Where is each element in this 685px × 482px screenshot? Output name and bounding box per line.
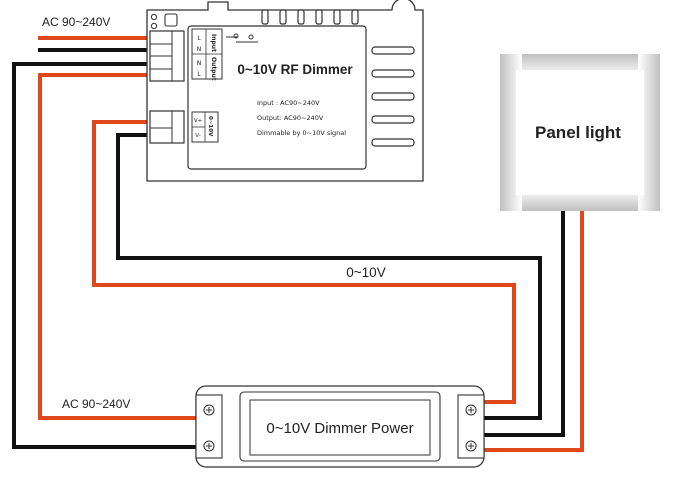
dimmer-power-label-plate <box>249 399 431 456</box>
ac-side-output-label: Output <box>210 57 217 81</box>
wires <box>12 36 584 452</box>
ac-terminal-n1: N <box>197 46 202 53</box>
ac-terminal-l1: L <box>197 35 201 42</box>
rf-dimmer-inner-plate <box>187 25 367 170</box>
screw-icon <box>203 440 215 452</box>
panel-light-label: Panel light <box>535 123 621 142</box>
rf-dimmer-vents-top <box>261 9 359 25</box>
rf-dimmer-vents-right <box>371 46 415 147</box>
dimmer-power-label: 0~10V Dimmer Power <box>266 420 413 437</box>
rf-dimmer-switch <box>226 33 258 43</box>
ac-terminal-letters: L N N L <box>197 35 202 78</box>
wire-panel-red <box>482 211 584 452</box>
rf-dimmer-title: 0~10V RF Dimmer <box>237 62 353 77</box>
signal-side-label: 0~10V <box>207 116 213 137</box>
signal-terminal-block <box>149 110 185 144</box>
rf-dimmer-spec-output: Output: AC90~240V <box>257 114 324 122</box>
label-ac-input-top: AC 90~240V <box>42 15 110 29</box>
wire-signal-red <box>92 120 516 404</box>
dimmer-power-screws <box>203 404 477 452</box>
rf-led-1 <box>150 13 158 21</box>
rf-led-2 <box>150 22 158 30</box>
ac-side-input-label: Input <box>210 34 217 52</box>
wire-out-red <box>38 73 198 420</box>
label-ac-input-bottom: AC 90~240V <box>62 397 130 411</box>
panel-light: Panel light <box>500 54 660 211</box>
wire-signal-black <box>116 133 542 420</box>
screw-icon <box>465 404 477 416</box>
wire-panel-black <box>482 211 565 437</box>
ac-terminal-n2: N <box>197 60 202 67</box>
wire-out-black <box>12 62 198 449</box>
ac-terminal-l2: L <box>197 71 201 78</box>
signal-terminal-vminus: V- <box>195 133 200 139</box>
dimmer-power-module: 0~10V Dimmer Power <box>195 385 485 468</box>
label-signal: 0~10V <box>346 265 385 280</box>
rf-dimmer-spec-input: Input : AC90~240V <box>257 99 320 107</box>
screw-icon <box>203 404 215 416</box>
rf-dimmer-spec-dim: Dimmable by 0~10V signal <box>257 129 346 137</box>
screw-icon <box>465 440 477 452</box>
rf-learn-button[interactable] <box>164 13 178 27</box>
rf-dimmer-module: L N N L Input Output V+ V- 0~10V 0~10V R… <box>146 0 424 182</box>
signal-terminal-vplus: V+ <box>194 118 203 124</box>
